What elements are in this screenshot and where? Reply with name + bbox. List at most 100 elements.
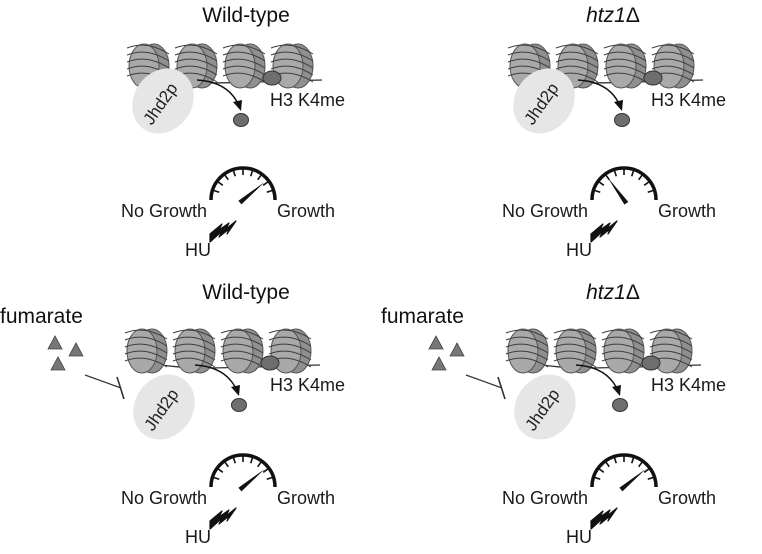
growth-gauge: [209, 166, 277, 205]
methyl-mark: [641, 355, 661, 371]
panel-title: htz1Δ: [586, 4, 640, 27]
gauge-tick: [232, 170, 237, 177]
gauge-tick: [605, 461, 610, 468]
gauge-tick: [643, 468, 650, 473]
arrow-head: [231, 385, 240, 396]
hu-label: HU: [185, 527, 211, 547]
hu-label: HU: [566, 240, 592, 260]
fumarate-triangle: [68, 342, 84, 357]
gauge-arc: [209, 453, 277, 488]
nucleosome: [553, 328, 597, 374]
gauge-tick: [232, 457, 237, 464]
mark-label-h3k4me: H3 K4me: [651, 375, 726, 395]
panel-title: Wild-type: [202, 281, 290, 304]
nucleosome: [603, 43, 647, 89]
nucleosome: [172, 328, 216, 374]
gauge-needle: [619, 469, 646, 492]
nucleosome: [220, 328, 264, 374]
gauge-tick: [266, 189, 273, 194]
methyl-mark: [643, 70, 663, 86]
jhd2p-enzyme: [513, 68, 575, 134]
mark-label-h3k4me: H3 K4me: [270, 90, 345, 110]
released-methyl: [614, 113, 630, 127]
jhd2p-enzyme: [132, 68, 194, 134]
fumarate-triangle: [431, 356, 447, 371]
released-methyl: [233, 113, 249, 127]
gauge-arc: [209, 166, 277, 201]
panel-title: htz1Δ: [586, 281, 640, 304]
gauge-tick: [217, 468, 224, 473]
inhibition-line: [84, 374, 122, 389]
growth-gauge: [590, 166, 658, 205]
inhibition-line: [465, 374, 503, 389]
gauge-tick: [217, 181, 224, 186]
title-delta: Δ: [626, 4, 640, 27]
jhd2p-enzyme: [133, 374, 195, 440]
no-growth-label: No Growth: [121, 201, 207, 221]
gauge-needle: [238, 469, 265, 492]
no-growth-label: No Growth: [121, 488, 207, 508]
nucleosome: [124, 328, 168, 374]
jhd2p-enzyme: [514, 374, 576, 440]
gauge-tick: [598, 181, 605, 186]
gauge-tick: [213, 189, 220, 194]
gauge-needle: [607, 177, 629, 205]
fumarate-label: fumarate: [381, 305, 464, 328]
gauge-tick: [257, 461, 262, 468]
growth-label: Growth: [277, 488, 335, 508]
nucleosome: [601, 328, 645, 374]
fumarate-label: fumarate: [0, 305, 83, 328]
gauge-needle: [238, 182, 265, 205]
title-gene: htz1: [586, 4, 626, 27]
fumarate-triangle: [428, 335, 444, 350]
nucleosome: [505, 328, 549, 374]
growth-gauge: [209, 453, 277, 492]
gauge-tick: [257, 174, 262, 181]
gauge-tick: [647, 476, 654, 481]
gauge-tick: [630, 457, 635, 464]
no-growth-label: No Growth: [502, 488, 588, 508]
gauge-tick: [643, 181, 650, 186]
released-methyl: [612, 398, 628, 412]
arrow-head: [233, 100, 242, 111]
gauge-arc: [590, 453, 658, 488]
methyl-mark: [260, 355, 280, 371]
lightning-bolt-icon: [590, 220, 618, 243]
gauge-tick: [594, 189, 601, 194]
inhibition-bar: [116, 376, 125, 400]
hu-label: HU: [185, 240, 211, 260]
fumarate-triangle: [47, 335, 63, 350]
nucleosome: [222, 43, 266, 89]
arrow-head: [614, 100, 623, 111]
gauge-tick: [638, 174, 643, 181]
gauge-tick: [613, 170, 618, 177]
released-methyl: [231, 398, 247, 412]
growth-label: Growth: [658, 201, 716, 221]
title-gene: htz1: [586, 281, 626, 304]
panel-title: Wild-type: [202, 4, 290, 27]
inhibition-bar: [497, 376, 506, 400]
gauge-tick: [262, 468, 269, 473]
lightning-bolt-icon: [209, 220, 237, 243]
mark-label-h3k4me: H3 K4me: [651, 90, 726, 110]
gauge-tick: [594, 476, 601, 481]
arrow-head: [612, 385, 621, 396]
gauge-tick: [647, 189, 654, 194]
gauge-tick: [262, 181, 269, 186]
gauge-tick: [613, 457, 618, 464]
no-growth-label: No Growth: [502, 201, 588, 221]
gauge-tick: [630, 170, 635, 177]
fumarate-triangle: [50, 356, 66, 371]
lightning-bolt-icon: [590, 507, 618, 530]
methyl-mark: [262, 70, 282, 86]
gauge-tick: [249, 457, 254, 464]
gauge-tick: [266, 476, 273, 481]
growth-gauge: [590, 453, 658, 492]
growth-label: Growth: [658, 488, 716, 508]
